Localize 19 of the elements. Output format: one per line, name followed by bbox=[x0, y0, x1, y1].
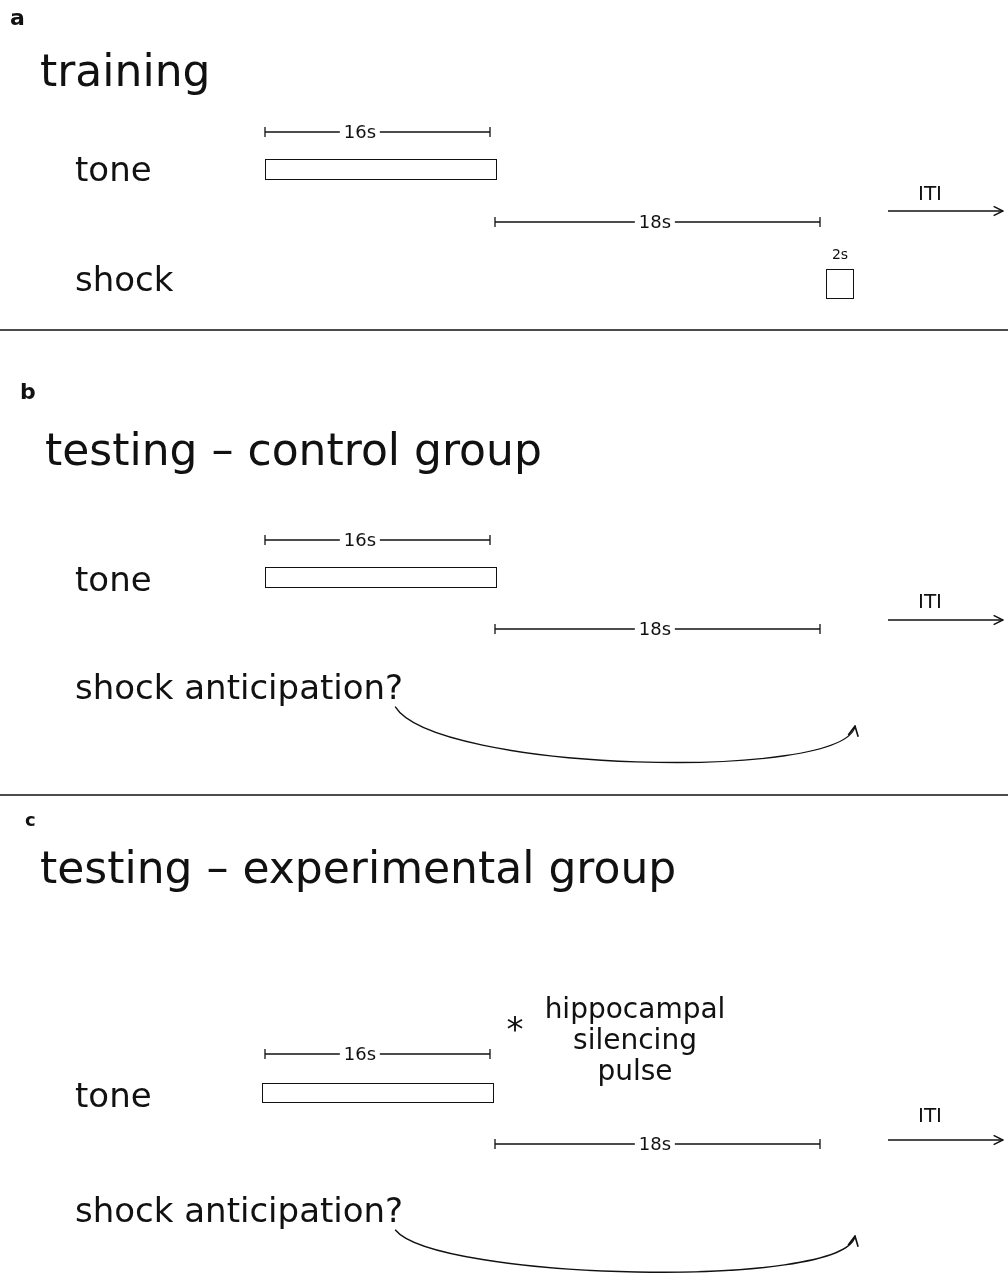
tone-bar bbox=[262, 1083, 494, 1103]
tone-bar bbox=[265, 567, 497, 588]
panel-letter: a bbox=[10, 5, 25, 31]
row-label: shock anticipation? bbox=[75, 669, 404, 707]
row-label: tone bbox=[75, 1077, 152, 1115]
shock-block bbox=[826, 269, 854, 299]
panel-letter: b bbox=[20, 379, 36, 405]
curved-arrow bbox=[394, 1229, 856, 1273]
row-label: shock bbox=[75, 261, 174, 299]
row-label: tone bbox=[75, 561, 152, 599]
annotation-text: hippocampal silencing pulse bbox=[543, 993, 727, 1087]
curved-arrow bbox=[394, 706, 856, 764]
tone-bar bbox=[265, 159, 497, 180]
row-label: shock anticipation? bbox=[75, 1192, 404, 1230]
panel-title: training bbox=[40, 46, 211, 96]
panel-title: testing – control group bbox=[45, 425, 542, 475]
row-label: tone bbox=[75, 151, 152, 189]
panel-title: testing – experimental group bbox=[40, 843, 677, 893]
panel-letter: c bbox=[25, 810, 36, 830]
